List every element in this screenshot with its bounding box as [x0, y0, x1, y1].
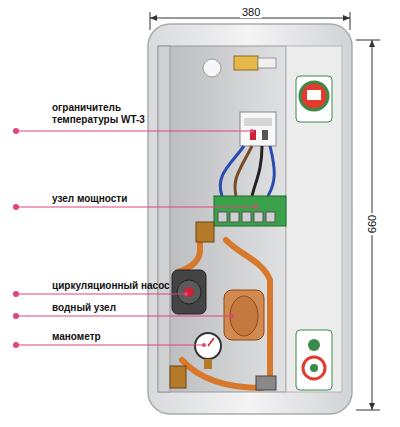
dimension-width: 380: [240, 6, 262, 18]
side-rail: [158, 46, 170, 392]
brass-fitting: [196, 222, 214, 242]
dimension-height: 660: [366, 213, 378, 235]
part-label: циркуляционный насос: [52, 280, 172, 292]
part-label: узел мощности: [52, 193, 172, 205]
part-label: манометр: [52, 331, 172, 343]
leader-lines: [16, 131, 256, 345]
boiler-housing: [148, 24, 352, 414]
cable-entry: [234, 56, 258, 70]
leader-dots: [13, 128, 258, 348]
water-unit: [224, 290, 264, 340]
part-label: водный узел: [52, 302, 172, 314]
indicator-lamp: [203, 59, 221, 77]
power-terminal-block: [214, 196, 286, 226]
open-cavity: [158, 46, 286, 392]
part-label: ограничитель температуры WT-3: [52, 102, 162, 126]
bottom-sticker: [296, 330, 332, 390]
pressure-gauge: [195, 333, 221, 359]
circulation-pump: [172, 270, 206, 314]
front-panel: [286, 46, 342, 392]
temperature-limiter: [240, 112, 276, 146]
wires: [220, 146, 274, 196]
top-sticker: [296, 76, 332, 122]
